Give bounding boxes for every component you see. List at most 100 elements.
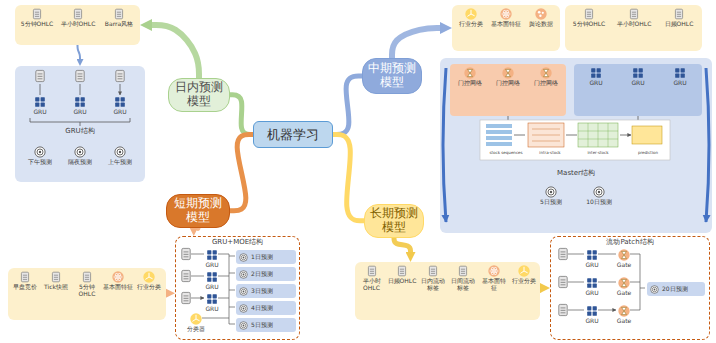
item-icon [366,265,378,277]
icon-part [119,151,121,153]
item-icon [618,277,630,289]
bracket [30,118,130,126]
icon-item: 早盘竞价 [10,271,40,291]
icon-part [587,12,591,16]
node-text: Barra风格 [105,21,133,28]
icon-part [207,278,211,282]
group-panel: 半小时OHLC日频OHLC日内流动标签日间流动标签基本面特征行业分类 [355,262,540,320]
icon-part [502,10,509,19]
icon-part [400,269,404,273]
item-icon [74,146,86,158]
merge-lines [630,254,645,310]
figure-label: prediction [626,151,670,155]
icon-part [190,313,201,324]
icon-part [622,251,627,258]
icon-part [429,266,436,276]
icon-part [596,189,602,195]
item-icon [586,249,598,261]
icon-part [622,279,627,286]
node-text: 4日预测 [251,305,273,312]
node-text: GRU [589,80,602,87]
attention-map [578,123,618,147]
branch-topic: 中期预测模型 [362,58,422,94]
icon-part [598,191,600,193]
node-text: GRU [585,318,598,325]
icon-part [241,323,246,328]
group-panel: 早盘竞价Tick快照5分钟OHLC基本面特征行业分类 [8,268,166,320]
icon-part [587,256,591,260]
icon-part [76,12,80,16]
icon-part [33,9,40,19]
item-icon [457,265,469,277]
icon-part [81,97,85,101]
icon-part [81,103,85,107]
item-icon [143,271,155,283]
icon-item: Barra风格 [101,8,137,28]
node-text: 日内预测模型 [174,81,224,109]
icon-part [114,273,121,282]
icon-part [633,74,637,78]
icon-part [213,250,217,254]
master-figure [480,120,670,160]
icon-part [500,8,511,19]
icon-part [518,265,529,276]
node-text: 门控网络 [458,80,482,87]
node-text: 行业分类 [459,21,483,28]
icon-part [75,147,85,157]
node-text: Gate [617,318,631,325]
icon-part [587,284,591,288]
item-icon [540,67,552,79]
icon-item: 5日预测 [532,186,570,206]
node-text: GRU [205,284,218,291]
node-text: 半小时OHLC [617,21,652,28]
icon-part [39,151,41,153]
connector [78,45,81,59]
group-panel: 行业分类基本面特征舆论数据 [452,5,560,51]
data-icon [182,270,190,281]
item-icon [81,271,93,283]
item-icon [31,8,43,20]
item-icon [632,67,644,79]
icon-item: GRU [63,96,97,116]
item-icon [488,265,500,277]
icon-part [591,74,595,78]
node-text: GRU [631,80,644,87]
item-icon [113,8,125,20]
icon-item: Gate [613,277,635,297]
icon-part [121,97,125,101]
icon-item: GRU [200,271,224,291]
icon-part [593,306,597,310]
connector [394,238,411,252]
icon-item: GRU [200,293,224,313]
node-text: 3日预测 [251,288,273,295]
node-text: 基本面特征 [103,284,133,291]
icon-part [493,270,495,272]
icon-part [675,68,679,72]
icon-part [115,9,122,19]
icon-part [114,273,121,282]
node-text: Tick快照 [44,284,68,291]
icon-item: 日间流动标签 [449,265,478,291]
icon-part [368,266,375,276]
icon-part [675,9,682,19]
figure-label: intra-stock [528,151,572,155]
icon-part [542,12,544,14]
icon-part [677,12,681,16]
node-text: Gate [617,290,631,297]
icon-part [85,275,89,279]
node-text: 5日预测 [540,199,562,206]
icon-item: GRU [581,249,603,269]
data-icon [36,70,44,81]
icon-part [681,68,685,72]
icon-part [464,67,475,78]
icon-part [505,13,507,15]
prediction-row: 3日预测 [236,284,296,298]
icon-item: GRU [581,305,603,325]
icon-item: 门控网络 [453,67,487,87]
icon-part [630,9,637,19]
item-icon [239,270,248,279]
icon-part [587,278,591,282]
icon-part [593,278,597,282]
